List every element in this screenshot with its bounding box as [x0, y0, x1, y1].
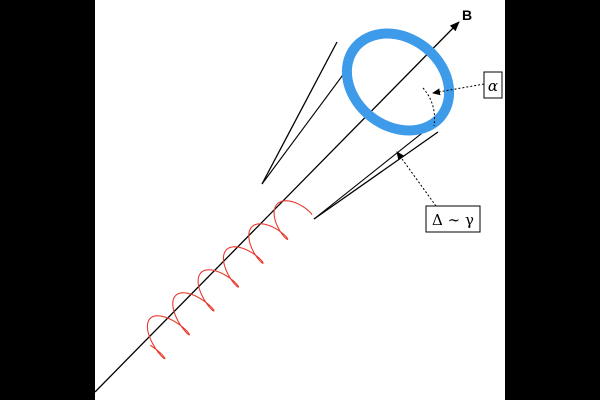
cone-edge-lower-inner: [313, 121, 437, 220]
emission-ring: [341, 28, 455, 136]
cone-edge-upper-inner: [261, 63, 352, 185]
cone-edge-upper: [261, 41, 338, 185]
cone-edge-lower: [313, 131, 439, 220]
delta-pointer: [396, 151, 437, 207]
magnetic-field-line: [94, 21, 460, 393]
field-label: B: [462, 7, 472, 23]
pitch-angle-arc: [422, 87, 435, 127]
alpha-pointer: [432, 83, 485, 96]
helical-trajectory: [146, 200, 313, 360]
delta-gamma-label-box: [425, 205, 481, 233]
delta-gamma-label: Δ ∼ γ: [432, 211, 474, 229]
alpha-label: α: [488, 77, 498, 95]
alpha-label-box: [483, 71, 503, 99]
